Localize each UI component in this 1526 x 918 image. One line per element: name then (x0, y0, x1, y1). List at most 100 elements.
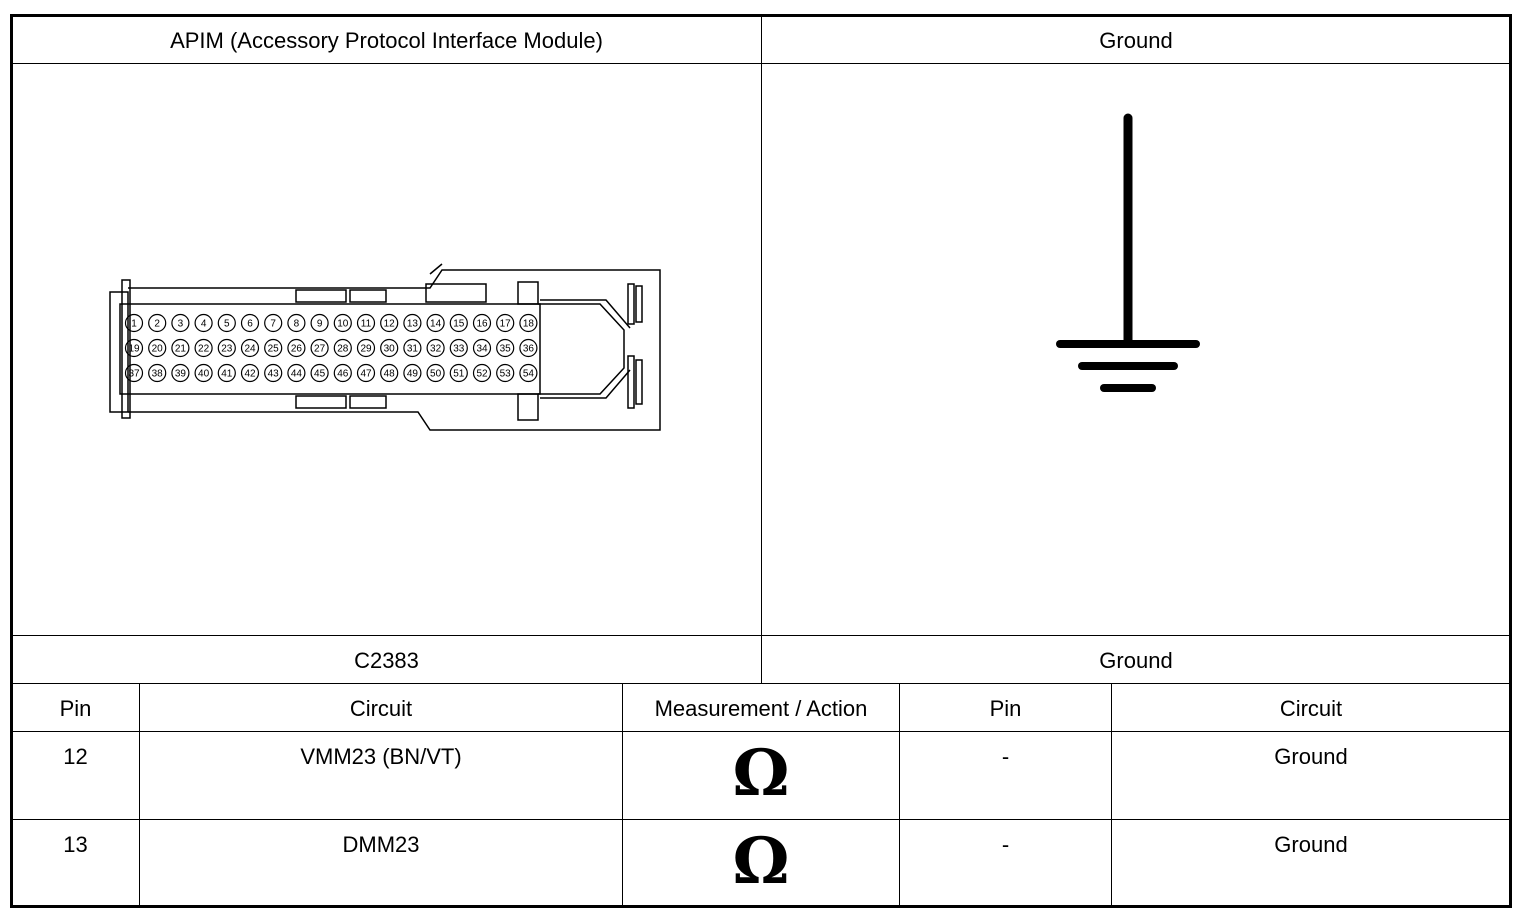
pin-number: 17 (500, 319, 512, 330)
row-2-circuit-2: Ground (1274, 832, 1348, 857)
pin-number: 46 (337, 369, 349, 380)
pin-cavity (426, 338, 445, 358)
pin-cavity (217, 338, 236, 358)
component-title: APIM (Accessory Protocol Interface Modul… (170, 28, 603, 53)
pin-cavity (194, 363, 213, 383)
pin-cavity (496, 363, 515, 383)
pin-cavity (426, 363, 445, 383)
pin-number: 20 (152, 344, 164, 355)
pin-cavity (356, 313, 376, 333)
pin-number: 28 (337, 344, 349, 355)
pin-number: 14 (430, 319, 442, 330)
pin-number: 26 (291, 344, 303, 355)
pin-cavity (240, 313, 260, 333)
pin-cavity (519, 338, 538, 358)
pin-number: 42 (244, 369, 256, 380)
divider (761, 16, 762, 683)
divider (139, 683, 140, 906)
pin-number: 51 (453, 369, 465, 380)
pin-number: 1 (131, 319, 137, 330)
divider (1111, 683, 1112, 906)
pin-number: 34 (476, 344, 488, 355)
row-2-pin-2: - (1001, 832, 1010, 857)
pin-cavity (333, 363, 352, 383)
pin-cavity (240, 363, 260, 383)
header-pin: Pin (59, 696, 92, 721)
pin-cavity (380, 363, 399, 383)
pin-number: 10 (337, 319, 349, 330)
pin-cavity (124, 313, 144, 333)
pin-cavity (472, 363, 492, 383)
pin-number: 11 (361, 319, 372, 330)
pin-number: 29 (360, 344, 372, 355)
pin-cavity (380, 338, 399, 358)
pin-cavity (310, 363, 329, 383)
connector-name: C2383 (354, 648, 419, 673)
pin-number: 7 (270, 319, 276, 330)
pin-number: 15 (453, 319, 465, 330)
pin-number: 48 (384, 369, 396, 380)
row-1-circuit-2: Ground (1274, 744, 1348, 769)
pin-cavity (449, 313, 468, 333)
pin-cavity (449, 363, 468, 383)
ground-symbol-icon (1056, 113, 1200, 392)
pin-cavity (426, 313, 445, 333)
pin-cavity (449, 338, 468, 358)
pin-number: 12 (384, 319, 396, 330)
pin-number: 31 (407, 344, 419, 355)
pin-cavity (264, 338, 283, 358)
pin-cavity (403, 313, 422, 333)
pin-number: 13 (407, 319, 419, 330)
pin-cavity (194, 338, 213, 358)
pin-number: 41 (221, 369, 233, 380)
pin-cavity (403, 363, 422, 383)
divider (899, 683, 900, 906)
pin-number: 6 (247, 319, 253, 330)
pin-number: 54 (523, 369, 535, 380)
pin-number: 32 (430, 344, 442, 355)
pin-number: 52 (476, 369, 488, 380)
pin-cavity (124, 363, 144, 383)
pin-cavity (264, 363, 283, 383)
pin-number: 53 (500, 369, 512, 380)
pin-number: 8 (294, 319, 300, 330)
pin-cavity (148, 338, 167, 358)
pin-number: 50 (430, 369, 442, 380)
pin-cavity (333, 338, 352, 358)
pin-cavity (171, 338, 190, 358)
pin-number: 9 (317, 319, 323, 330)
pin-cavity (472, 338, 492, 358)
pin-cavity (194, 313, 213, 333)
pin-cavity (519, 363, 538, 383)
pin-cavity (310, 338, 329, 358)
pin-cavity (310, 313, 329, 333)
pin-number: 24 (244, 344, 256, 355)
pin-number: 27 (314, 344, 326, 355)
header-circuit: Circuit (349, 696, 413, 721)
pin-cavity (333, 313, 352, 333)
pin-cavity (519, 313, 538, 333)
pin-cavity (403, 338, 422, 358)
row-2-pin: 13 (63, 832, 88, 857)
pin-number: 5 (224, 319, 230, 330)
pin-cavity (148, 313, 167, 333)
pin-number: 37 (128, 369, 140, 380)
row-1-circuit: VMM23 (BN/VT) (300, 744, 462, 769)
ohm-icon: Ω (732, 736, 790, 811)
pin-cavity (380, 313, 399, 333)
pin-cavity (171, 363, 190, 383)
pin-number: 44 (291, 369, 303, 380)
pin-cavity (496, 313, 515, 333)
pin-number: 21 (175, 344, 187, 355)
header-pin-2: Pin (989, 696, 1022, 721)
ground-title: Ground (1099, 28, 1173, 53)
pin-number: 23 (221, 344, 233, 355)
pin-cavity (356, 338, 376, 358)
pin-number: 36 (523, 344, 535, 355)
pin-cavity (148, 363, 167, 383)
header-measurement: Measurement / Action (654, 696, 868, 721)
pin-number: 22 (198, 344, 210, 355)
pin-cavity (217, 313, 236, 333)
